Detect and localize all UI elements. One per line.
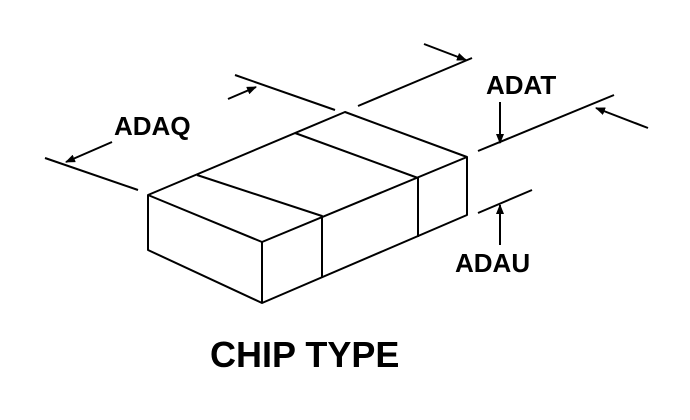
- width-arrow: [423, 43, 467, 61]
- adaq-extension-left: [44, 157, 139, 191]
- adau-extension: [477, 189, 533, 214]
- chip-outline: [147, 111, 468, 304]
- adat-arrow-right: [595, 107, 649, 129]
- width-extension: [357, 57, 473, 107]
- diagram-title: CHIP TYPE: [210, 334, 399, 375]
- adaq-label: ADAQ: [114, 111, 191, 141]
- terminal-band-right: [294, 132, 419, 237]
- terminal-band-left: [196, 174, 323, 278]
- adat-extension: [477, 94, 615, 152]
- adat-label: ADAT: [486, 70, 556, 100]
- adaq-extension-right: [234, 74, 336, 111]
- adau-label: ADAU: [455, 248, 530, 278]
- adaq-arrow-left: [65, 141, 113, 163]
- chip-front-top-edge: [147, 156, 468, 243]
- adaq-arrow-right: [227, 86, 257, 100]
